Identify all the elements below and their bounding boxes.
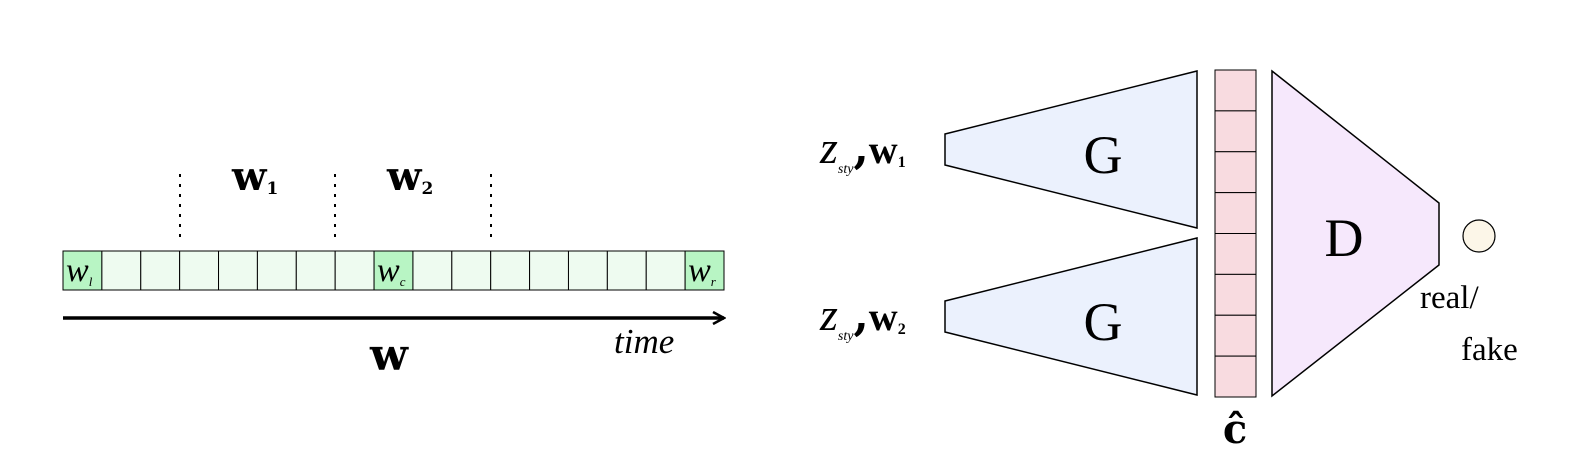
output-node — [1462, 219, 1496, 253]
concat-cell — [1214, 314, 1257, 357]
sequence-cell — [412, 250, 453, 291]
concat-cell — [1214, 151, 1257, 194]
sequence-cell — [529, 250, 569, 291]
generator-label-2: G — [1084, 292, 1123, 352]
sequence-cell — [179, 250, 220, 291]
sequence-cell-highlight — [684, 250, 725, 291]
window-label-2: w2 — [386, 153, 433, 200]
concat-feature-stack — [1214, 69, 1257, 398]
concat-cell — [1214, 110, 1257, 153]
sequence-label: w — [369, 330, 409, 381]
output-label-line1: real/ — [1420, 280, 1479, 316]
sequence-panel: wl wc wr w1 w2 time w — [62, 153, 725, 381]
sequence-cells: wl wc wr — [62, 250, 725, 291]
input-label-1: zsty,w1 — [819, 122, 906, 177]
sequence-cell — [334, 250, 375, 291]
generator-label-1: G — [1084, 125, 1123, 185]
output-label-line2: fake — [1461, 332, 1518, 368]
sequence-cell — [140, 250, 181, 291]
sequence-cell-highlight — [373, 250, 414, 291]
sequence-cell — [645, 250, 686, 291]
sequence-cell — [567, 250, 608, 291]
discriminator-block — [1271, 69, 1440, 398]
concat-cell — [1214, 355, 1257, 398]
window-label-1: w1 — [231, 153, 278, 200]
discriminator-label: D — [1325, 208, 1364, 268]
gan-panel: zsty,w1 zsty,w2 G G ĉ D real/ fake — [819, 69, 1518, 453]
sequence-cell — [218, 250, 258, 291]
sequence-cell-highlight — [62, 250, 103, 291]
highlight-cell-label: wc — [377, 252, 406, 289]
sequence-cell — [490, 250, 531, 291]
concat-cell — [1214, 273, 1257, 316]
generator-block-1 — [944, 70, 1198, 229]
sequence-cell — [606, 250, 647, 291]
concat-cell — [1214, 233, 1257, 275]
concat-cell — [1214, 192, 1257, 234]
sequence-cell — [295, 250, 336, 291]
sequence-cell — [256, 250, 297, 291]
concat-label: ĉ — [1223, 406, 1247, 453]
time-axis-label: time — [614, 322, 674, 361]
concat-cell — [1214, 69, 1257, 112]
highlight-cell-label: wl — [66, 252, 93, 289]
sequence-cell — [451, 250, 492, 291]
input-label-2: zsty,w2 — [819, 289, 906, 344]
generator-block-2 — [944, 237, 1198, 396]
highlight-cell-label: wr — [688, 252, 717, 289]
sequence-cell — [101, 250, 142, 291]
